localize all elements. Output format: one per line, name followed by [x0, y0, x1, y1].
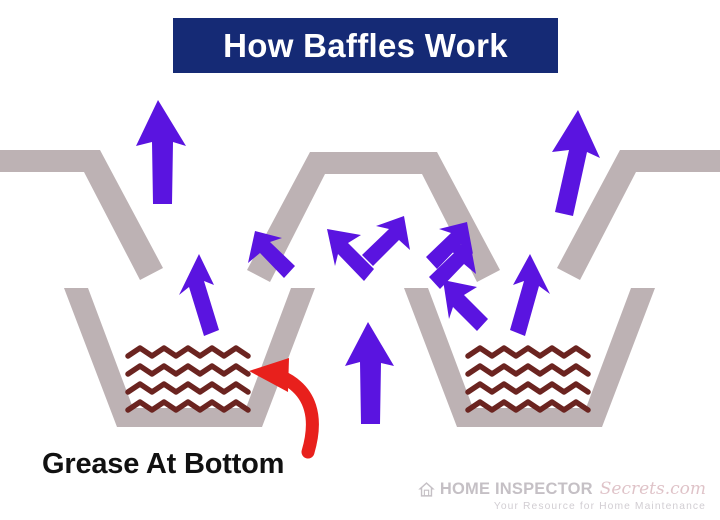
deflect-arrow-far-right-down	[443, 280, 488, 331]
watermark-main-text: HOME INSPECTOR	[439, 480, 593, 499]
grease-pointer-arrow	[249, 358, 319, 459]
deflect-arrow-outer-right-down	[426, 222, 473, 269]
house-icon	[418, 481, 435, 498]
watermark-script-text: Secrets.com	[599, 479, 706, 499]
upper-left-baffle	[0, 150, 163, 280]
left-grease-pool	[125, 345, 251, 413]
upper-center-baffle	[247, 152, 500, 282]
watermark-logo: HOME INSPECTOR Secrets.com Your Resource…	[418, 479, 706, 512]
title-banner: How Baffles Work	[173, 18, 558, 73]
baffle-plates	[0, 150, 720, 427]
watermark-main-row: HOME INSPECTOR Secrets.com	[418, 479, 706, 499]
deflect-arrow-outer-left-down	[248, 231, 295, 278]
intake-arrow-center	[345, 322, 394, 424]
deflect-arrow-inner-left-up	[327, 229, 374, 281]
deflect-arrow-inner-right-up	[362, 216, 410, 266]
upper-right-baffle	[557, 150, 720, 280]
exhaust-arrow-left	[136, 100, 186, 204]
deflect-arrow-far-left-down	[429, 242, 476, 289]
watermark-tagline: Your Resource for Home Maintenance	[493, 501, 706, 512]
exhaust-arrow-right	[552, 110, 600, 216]
page-title: How Baffles Work	[223, 27, 508, 64]
flow-arrow-left-up	[179, 254, 219, 336]
flow-arrow-right-up	[510, 254, 550, 336]
right-grease-pool	[465, 345, 591, 413]
grease-caption: Grease At Bottom	[42, 448, 285, 480]
airflow-arrows	[136, 100, 600, 424]
